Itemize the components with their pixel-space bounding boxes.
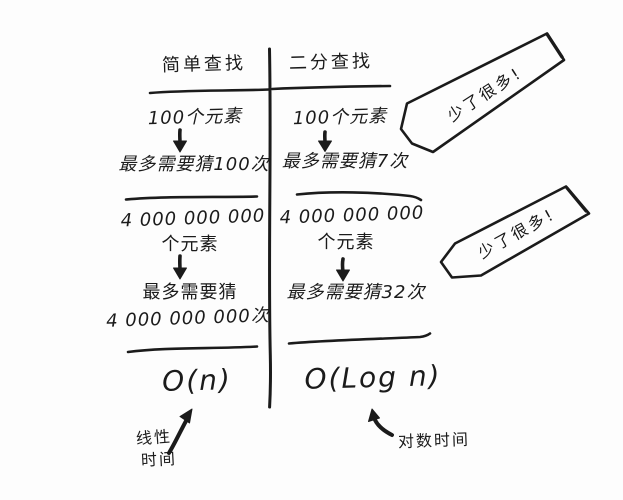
down-arrow-icon xyxy=(173,254,187,280)
row-divider-right-bottom xyxy=(287,332,432,345)
up-left-curved-arrow-icon xyxy=(368,408,394,437)
binary-search-100-elements: 100个元素 xyxy=(292,105,388,130)
linear-time-note-line1: 线性 xyxy=(135,426,173,449)
simple-search-100-guesses: 最多需要猜100次 xyxy=(118,154,270,175)
header-underline-left xyxy=(148,88,271,95)
simple-search-4b-guesses-label: 最多需要猜 xyxy=(142,282,238,303)
down-arrow-icon xyxy=(318,130,332,152)
simple-search-4b-elements-unit: 个元素 xyxy=(161,234,219,255)
simple-search-100-elements: 100个元素 xyxy=(147,105,243,130)
linear-time-note-line2: 时间 xyxy=(140,449,178,470)
banner-ribbon xyxy=(439,185,591,279)
binary-search-4b-elements-number: 4 000 000 000 xyxy=(279,202,425,229)
row-divider-left-mid xyxy=(124,195,259,201)
simple-search-4b-elements-number: 4 000 000 000 xyxy=(120,205,266,232)
simple-search-complexity: O(n) xyxy=(161,363,233,398)
down-arrow-icon xyxy=(336,257,350,282)
banner-ribbon xyxy=(399,32,566,154)
binary-search-complexity: O(Log n) xyxy=(304,359,442,396)
column-header-simple-search: 简单查找 xyxy=(161,52,247,77)
column-header-binary-search: 二分查找 xyxy=(288,50,374,75)
header-underline-right xyxy=(270,84,392,91)
binary-search-32-guesses: 最多需要猜32次 xyxy=(286,282,426,303)
column-divider-line xyxy=(267,47,272,409)
row-divider-left-bottom xyxy=(126,345,259,354)
logarithmic-time-note: 对数时间 xyxy=(397,429,471,452)
down-arrow-icon xyxy=(173,128,187,153)
binary-search-7-guesses: 最多需要猜7次 xyxy=(281,151,409,172)
up-right-arrow-icon xyxy=(167,408,193,455)
row-divider-right-mid xyxy=(295,191,423,202)
binary-search-4b-elements-unit: 个元素 xyxy=(317,232,375,253)
